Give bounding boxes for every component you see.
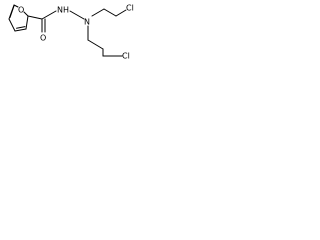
- lower-chloroethyl-chain: [87, 25, 123, 57]
- upper-chlorine-label: Cl: [126, 4, 134, 13]
- ring-to-carbonyl-bond: [27, 15, 43, 20]
- lower-chlorine-label: Cl: [122, 52, 130, 61]
- chemical-structure: O O N H N Cl Cl: [8, 4, 134, 61]
- carbonyl-oxygen-label: O: [40, 34, 46, 43]
- carbonyl-to-nh-bond: [41, 10, 57, 20]
- furan-ring: [8, 4, 29, 32]
- nh-to-n-bond: [69, 10, 85, 20]
- upper-chloroethyl-chain: [91, 8, 127, 17]
- tertiary-nitrogen-label: N: [84, 18, 90, 27]
- ring-oxygen-label: O: [18, 6, 24, 15]
- amide-hydrogen-label: H: [63, 6, 69, 15]
- carbonyl-double-bond: [41, 18, 46, 33]
- amide-nitrogen-label: N: [57, 6, 63, 15]
